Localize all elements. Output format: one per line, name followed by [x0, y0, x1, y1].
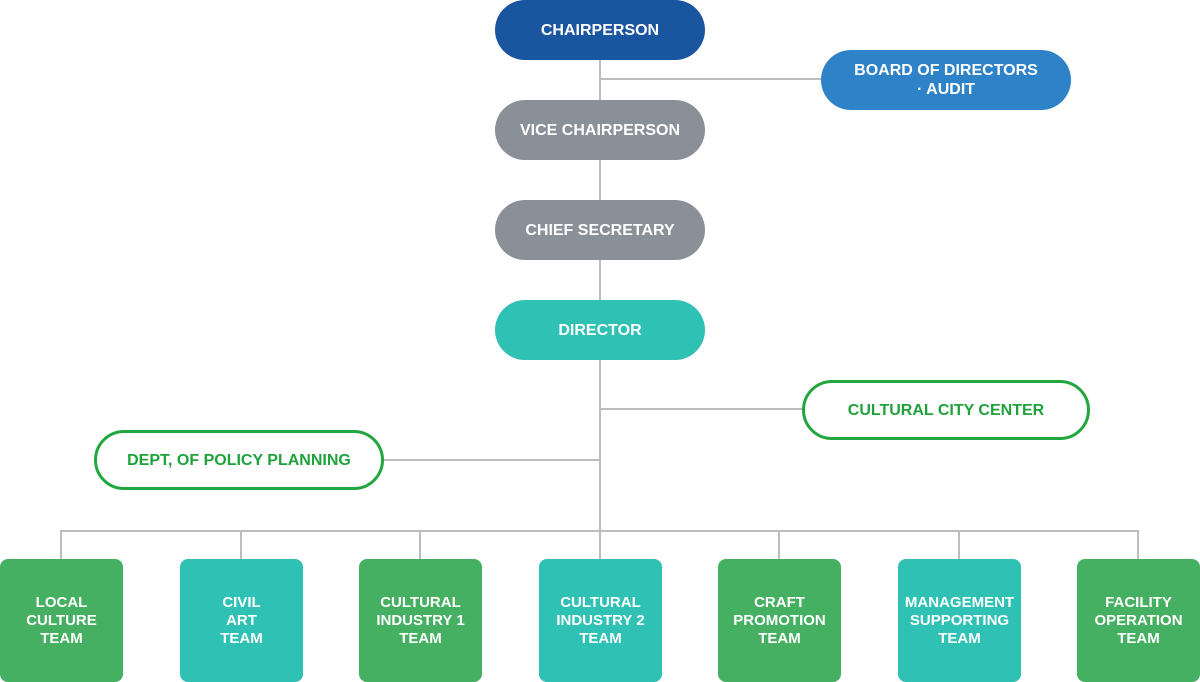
team-civil-art: CIVIL ART TEAM	[180, 559, 303, 682]
connector-team-drop	[240, 530, 242, 560]
team-management-supporting: MANAGEMENT SUPPORTING TEAM	[898, 559, 1021, 682]
connector-policy-planning	[382, 459, 600, 461]
vice-chairperson-node: VICE CHAIRPERSON	[495, 100, 705, 160]
chairperson-node: CHAIRPERSON	[495, 0, 705, 60]
team-craft-promotion: CRAFT PROMOTION TEAM	[718, 559, 841, 682]
team-cultural-industry-1: CULTURAL INDUSTRY 1 TEAM	[359, 559, 482, 682]
connector-board	[600, 78, 822, 80]
team-cultural-industry-2: CULTURAL INDUSTRY 2 TEAM	[539, 559, 662, 682]
connector-team-drop	[419, 530, 421, 560]
team-local-culture: LOCAL CULTURE TEAM	[0, 559, 123, 682]
connector-teams-horizontal	[60, 530, 1139, 532]
connector-team-drop	[60, 530, 62, 560]
cultural-city-center-node: CULTURAL CITY CENTER	[802, 380, 1090, 440]
chief-secretary-node: CHIEF SECRETARY	[495, 200, 705, 260]
policy-planning-node: DEPT, OF POLICY PLANNING	[94, 430, 384, 490]
team-facility-operation: FACILITY OPERATION TEAM	[1077, 559, 1200, 682]
connector-team-drop	[1137, 530, 1139, 560]
connector-team-drop	[958, 530, 960, 560]
connector-cultural-city-center	[600, 408, 803, 410]
connector-team-drop	[778, 530, 780, 560]
board-of-directors-node: BOARD OF DIRECTORS · AUDIT	[821, 50, 1071, 110]
director-node: DIRECTOR	[495, 300, 705, 360]
